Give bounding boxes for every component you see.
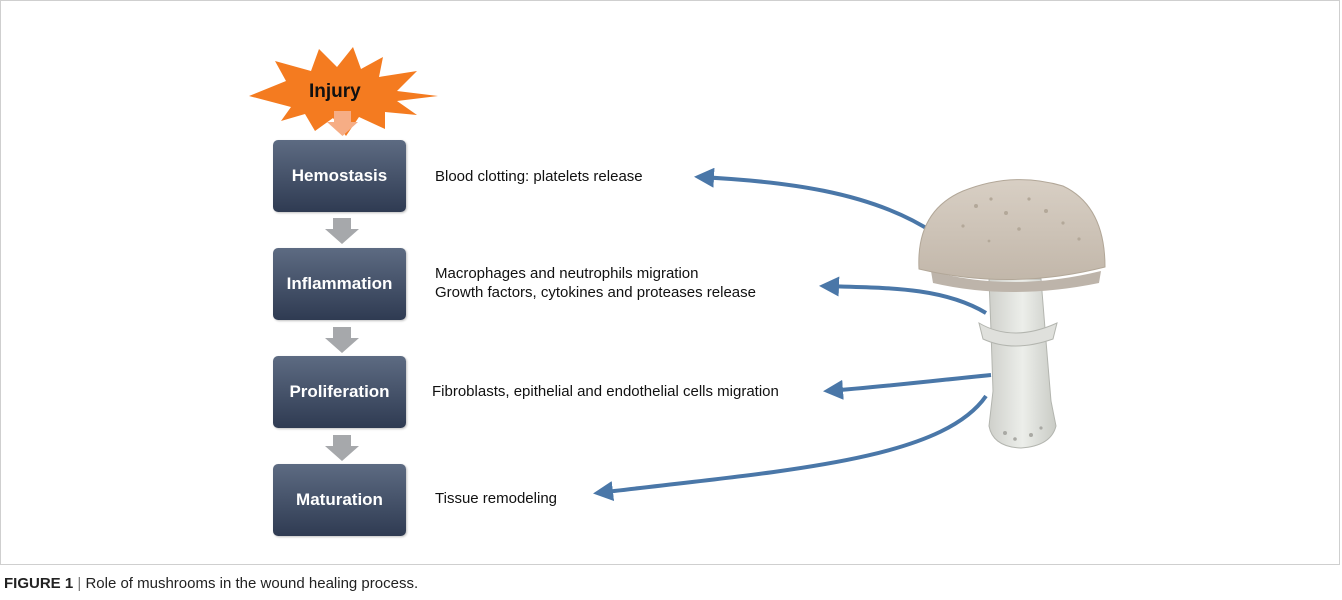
- figure-frame: Injury Hemostasis Inflammation Prolifera…: [0, 0, 1340, 565]
- caption-separator: |: [77, 575, 82, 592]
- stage-inflammation: Inflammation: [273, 248, 406, 320]
- stage-proliferation: Proliferation: [273, 356, 406, 428]
- stage-maturation: Maturation: [273, 464, 406, 536]
- arrow-to-maturation: [593, 394, 988, 502]
- flow-arrow-2-icon: [325, 327, 359, 353]
- description-line: Growth factors, cytokines and proteases …: [435, 284, 756, 301]
- figure-caption: FIGURE 1 | Role of mushrooms in the woun…: [4, 575, 418, 592]
- maturation-description: Tissue remodeling: [435, 489, 557, 508]
- injury-burst-icon: [249, 47, 438, 136]
- proliferation-description: Fibroblasts, epithelial and endothelial …: [432, 382, 779, 401]
- burst-down-arrow-icon: [327, 111, 358, 136]
- inflammation-description: Macrophages and neutrophils migration Gr…: [435, 264, 756, 302]
- hemostasis-description: Blood clotting: platelets release: [435, 167, 643, 186]
- stage-hemostasis: Hemostasis: [273, 140, 406, 212]
- mushroom-icon: [918, 179, 1106, 449]
- arrow-to-hemostasis: [694, 167, 936, 235]
- arrow-to-inflammation: [819, 276, 988, 315]
- flow-arrow-1-icon: [325, 218, 359, 244]
- description-line: Macrophages and neutrophils migration: [435, 265, 699, 282]
- description-line: Tissue remodeling: [435, 490, 557, 507]
- description-line: Fibroblasts, epithelial and endothelial …: [432, 383, 779, 400]
- caption-label: FIGURE 1: [4, 575, 74, 592]
- diagram-canvas: [249, 47, 1106, 502]
- description-line: Blood clotting: platelets release: [435, 168, 643, 185]
- injury-label: Injury: [309, 81, 361, 102]
- flow-arrow-3-icon: [325, 435, 359, 461]
- arrow-to-proliferation: [823, 373, 992, 400]
- caption-text: Role of mushrooms in the wound healing p…: [85, 575, 419, 592]
